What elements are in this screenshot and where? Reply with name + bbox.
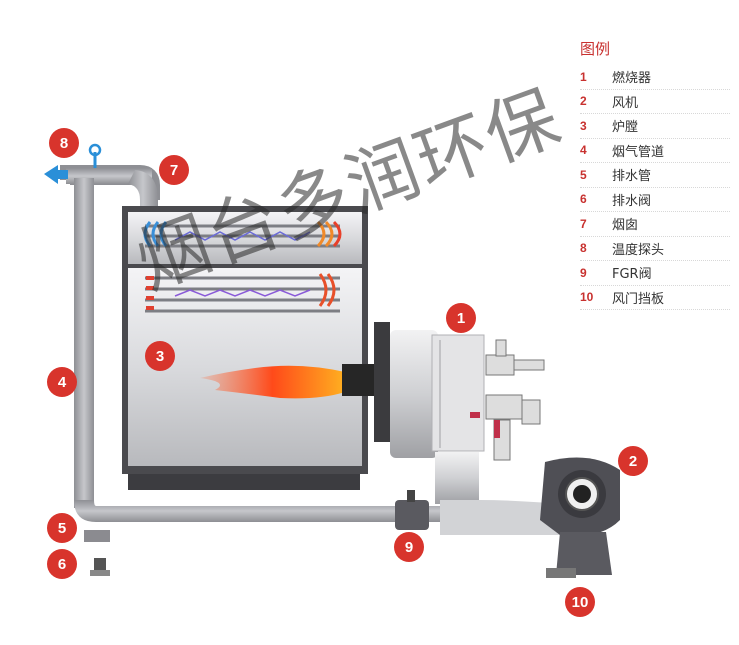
badge-3: 3 xyxy=(145,341,175,371)
air-duct xyxy=(440,500,570,535)
svg-text:4: 4 xyxy=(58,374,67,391)
badge-1: 1 xyxy=(446,303,476,333)
svg-text:7: 7 xyxy=(170,162,178,179)
svg-text:2: 2 xyxy=(629,453,637,470)
burner-nozzle xyxy=(342,364,376,396)
badge-7: 7 xyxy=(159,155,189,185)
heat-red-arrows-icon xyxy=(146,276,154,310)
cold-wave-icon xyxy=(143,221,168,247)
heat-wave-lower-icon xyxy=(318,273,336,307)
svg-text:8: 8 xyxy=(60,135,68,152)
svg-text:10: 10 xyxy=(572,594,589,611)
badge-6: 6 xyxy=(47,549,77,579)
badge-5: 5 xyxy=(47,513,77,543)
badge-4: 4 xyxy=(47,367,77,397)
fgr-valve xyxy=(395,490,429,530)
badge-2: 2 xyxy=(618,446,648,476)
drain-pipe xyxy=(84,530,110,542)
svg-text:1: 1 xyxy=(457,310,465,327)
hot-wave-icon xyxy=(316,220,342,248)
burner-valve-train xyxy=(485,339,545,461)
badge-8: 8 xyxy=(49,128,79,158)
flue-gas-pipe xyxy=(60,165,560,522)
exhaust-arrow-icon xyxy=(44,165,68,184)
svg-text:5: 5 xyxy=(58,520,66,537)
gas-flow-zigzag xyxy=(174,231,311,241)
drain-valve-icon xyxy=(90,558,110,576)
flame-icon xyxy=(200,365,345,399)
legend-title: 图例 xyxy=(580,40,611,58)
badge-9: 9 xyxy=(394,532,424,562)
burner xyxy=(390,330,545,504)
temperature-probe-icon xyxy=(88,143,102,168)
badge-10: 10 xyxy=(565,587,595,617)
fan xyxy=(540,457,620,578)
gas-flow-zigzag-lower xyxy=(174,289,311,297)
svg-text:9: 9 xyxy=(405,539,413,556)
svg-text:3: 3 xyxy=(156,348,164,365)
svg-text:6: 6 xyxy=(58,556,66,573)
air-damper-handle xyxy=(546,568,576,578)
